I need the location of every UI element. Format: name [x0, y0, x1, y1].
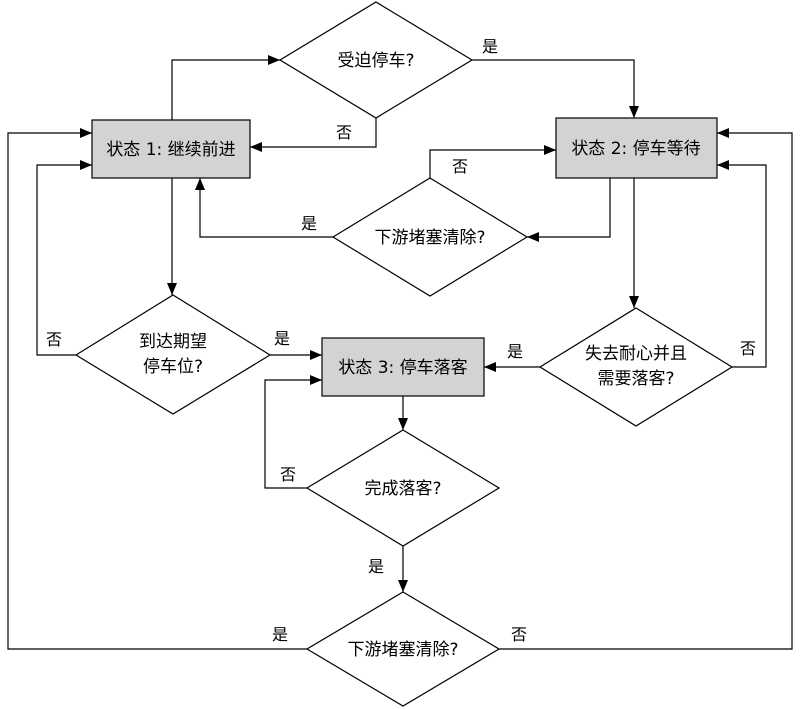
label-no-downstream-bottom: 否 — [511, 625, 527, 644]
edge-dropoff-done-no-to-s3 — [264, 375, 322, 489]
state-2-box: 状态 2: 停车等待 — [555, 117, 718, 179]
label-yes-impatient: 是 — [507, 342, 523, 361]
decision-forced-stop: 受迫停车? — [278, 1, 474, 119]
decision-impatient-line-2: 需要落客? — [597, 369, 674, 389]
decision-downstream-clear-top-line-1: 下游堵塞清除? — [374, 228, 485, 248]
decision-impatient-line-1: 失去耐心并且 — [585, 344, 687, 364]
label-no-dropoff-done: 否 — [280, 465, 296, 484]
state-3-box: 状态 3: 停车落客 — [321, 337, 485, 397]
edge-s1-to-forced-stop — [171, 55, 280, 120]
edge-reached-spot-no-to-s1 — [36, 160, 92, 356]
label-no-reached-spot: 否 — [46, 330, 62, 349]
decision-reached-spot-line-1: 到达期望 — [139, 332, 207, 352]
state-3-label: 状态 3: 停车落客 — [338, 358, 467, 378]
label-no-forced-stop: 否 — [336, 123, 352, 142]
decision-dropoff-done: 完成落客? — [305, 429, 501, 547]
label-yes-downstream-top: 是 — [301, 214, 317, 233]
decision-dropoff-done-line-1: 完成落客? — [364, 479, 441, 499]
edge-impatient-no-to-s2 — [717, 160, 767, 368]
label-no-downstream-top: 否 — [452, 157, 468, 176]
edge-downstream-top-yes-to-s1 — [195, 178, 333, 238]
label-yes-reached-spot: 是 — [274, 329, 290, 348]
decision-forced-stop-line-1: 受迫停车? — [337, 51, 414, 71]
edge-s2-to-downstream-clear-top — [527, 178, 611, 242]
edge-forced-stop-no-to-s1 — [250, 118, 377, 152]
state-1-box: 状态 1: 继续前进 — [91, 119, 251, 179]
decision-reached-spot: 到达期望 停车位? — [74, 294, 272, 415]
decision-reached-spot-line-2: 停车位? — [143, 357, 203, 377]
label-yes-forced-stop: 是 — [482, 37, 498, 56]
decision-impatient: 失去耐心并且 需要落客? — [538, 307, 734, 427]
edge-downstream-top-no-to-s2 — [429, 145, 556, 178]
decision-downstream-clear-top: 下游堵塞清除? — [331, 177, 529, 297]
edge-downstream-bottom-no-to-s2 — [499, 128, 793, 650]
label-yes-downstream-bottom: 是 — [272, 625, 288, 644]
label-yes-dropoff-done: 是 — [368, 557, 384, 576]
decision-downstream-clear-bottom: 下游堵塞清除? — [305, 591, 501, 707]
state-1-label: 状态 1: 继续前进 — [106, 140, 235, 160]
decision-downstream-clear-bottom-line-1: 下游堵塞清除? — [347, 640, 458, 660]
state-2-label: 状态 2: 停车等待 — [571, 139, 700, 159]
edge-downstream-bottom-yes-to-s1 — [7, 128, 307, 650]
label-no-impatient: 否 — [740, 339, 756, 358]
edge-forced-stop-yes-to-s2 — [472, 59, 639, 118]
